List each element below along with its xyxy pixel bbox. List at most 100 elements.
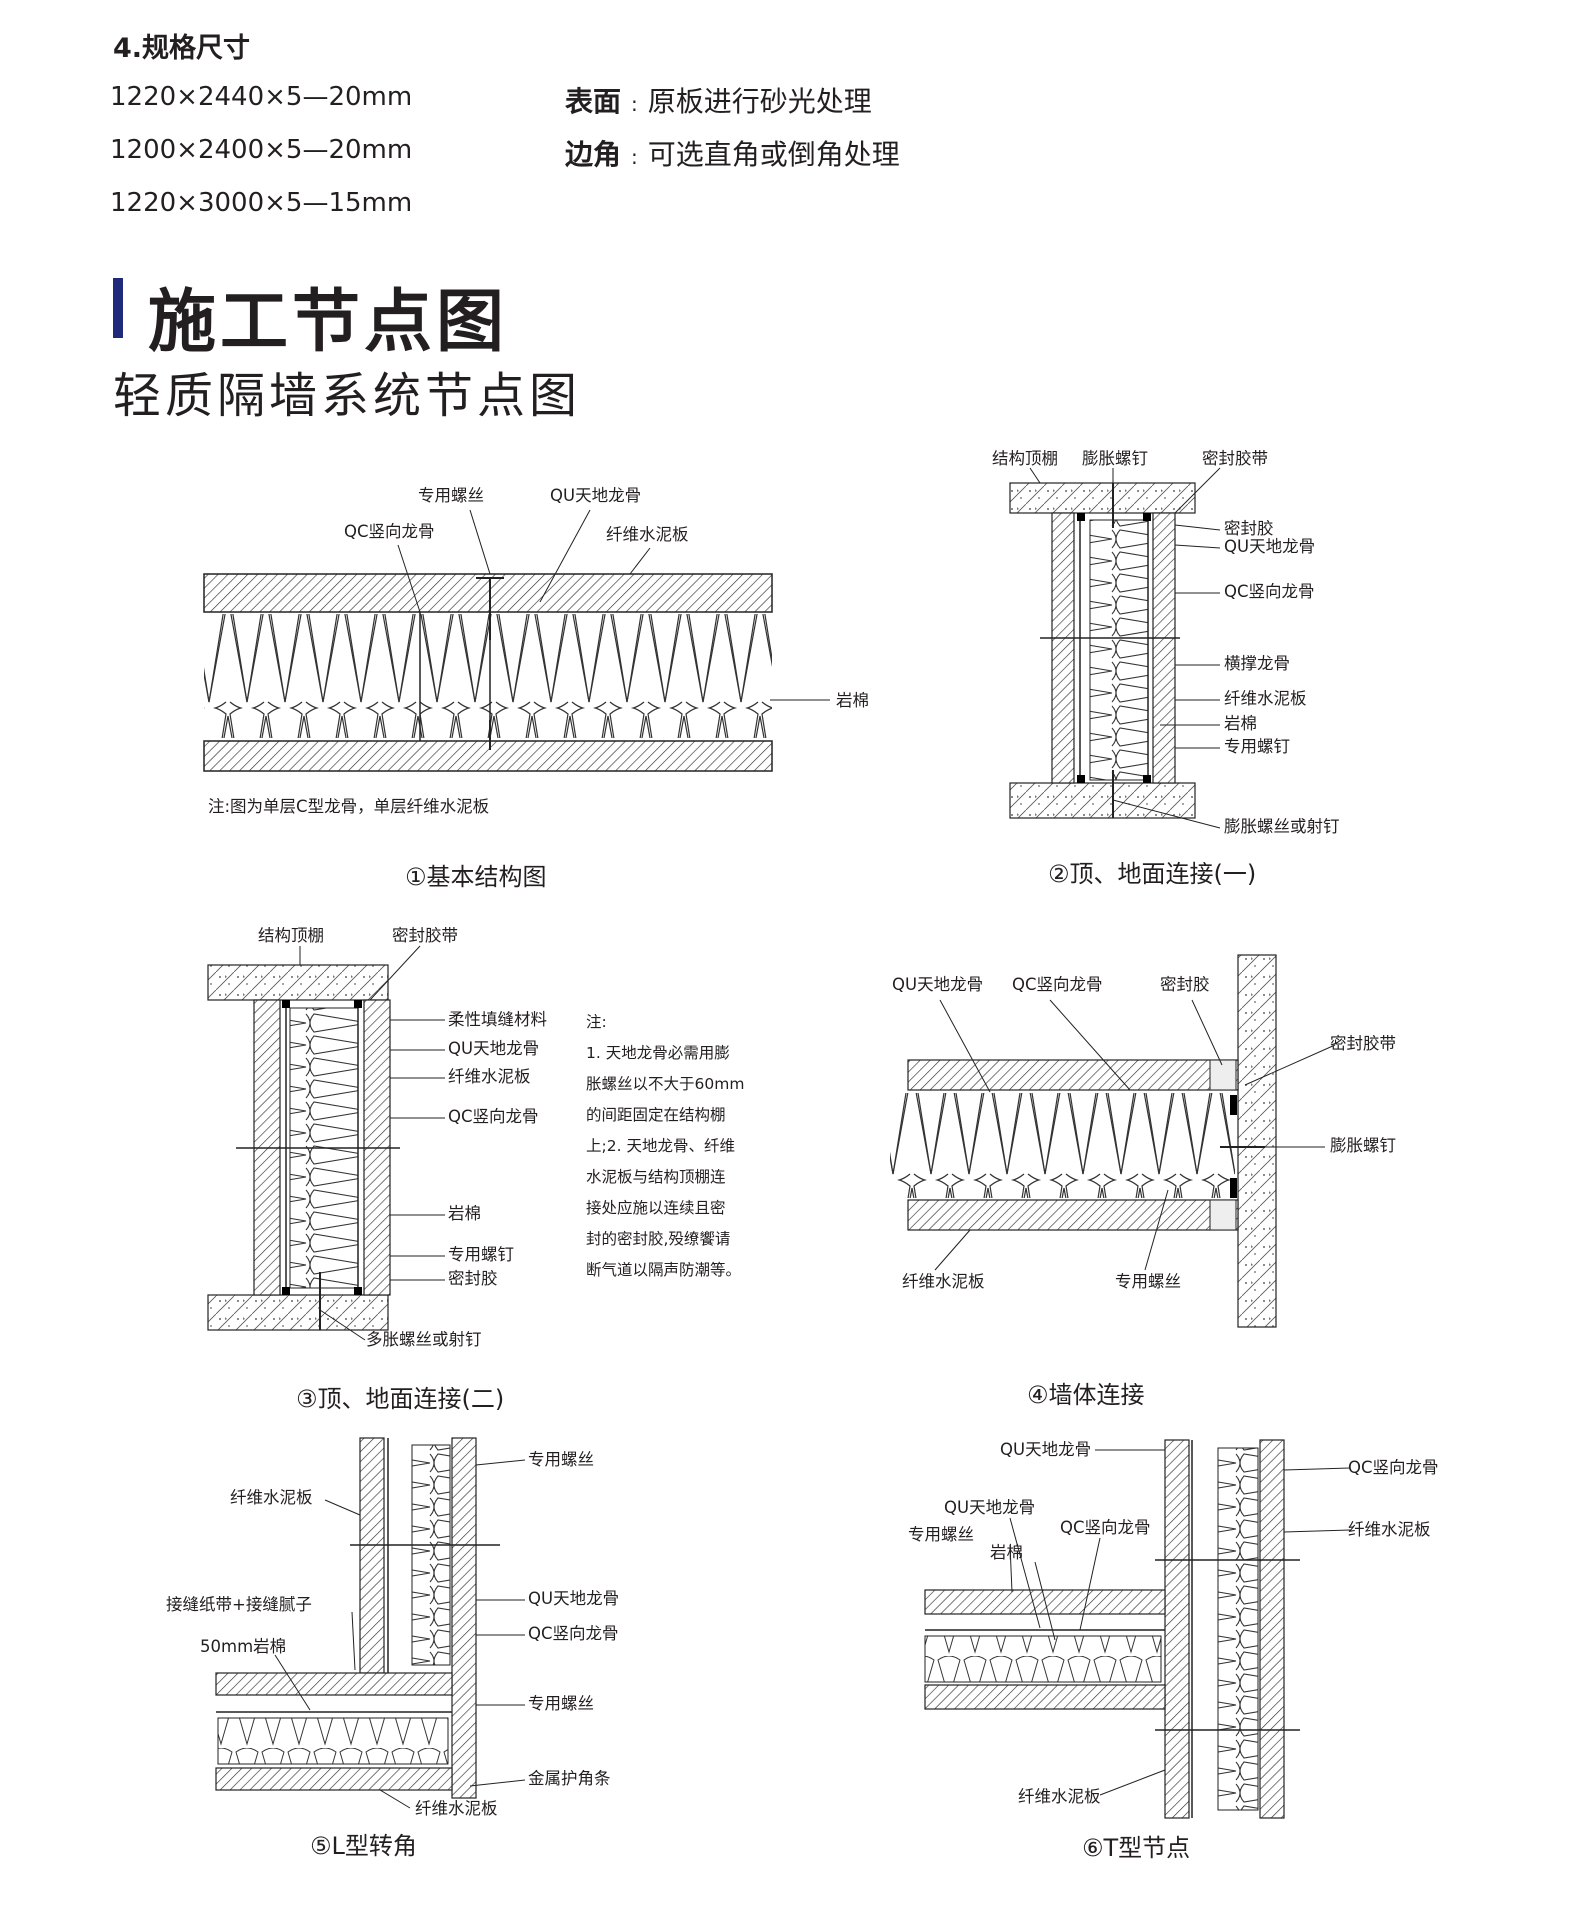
d6-caption: ⑥T型节点: [1082, 1834, 1190, 1862]
d4-label-qu: QU天地龙骨: [892, 975, 983, 994]
edge-label: 边角: [565, 138, 622, 171]
d6-label-board-2: 纤维水泥板: [1018, 1787, 1101, 1806]
d1-screw: [476, 577, 504, 750]
d6-label-qu-2: QU天地龙骨: [944, 1498, 1035, 1517]
d3-label-qu: QU天地龙骨: [448, 1039, 539, 1058]
d2-board-right: [1152, 512, 1176, 784]
diagram-basic-structure: 专用螺丝 QU天地龙骨 QC竖向龙骨 纤维水泥板 岩棉 注:图为单层C型龙骨，单…: [203, 486, 869, 891]
spec-size-2: 1200×2400×5—20mm: [110, 135, 413, 165]
d5-rockwool-v: [411, 1444, 451, 1666]
d3-ceiling: [207, 964, 389, 1001]
d5-caption: ⑤L型转角: [310, 1832, 417, 1860]
d2-floor: [1009, 782, 1196, 819]
spec-size-3: 1220×3000×5—15mm: [110, 188, 413, 218]
d2-label-ceiling: 结构顶棚: [992, 449, 1058, 468]
d3-label-qc: QC竖向龙骨: [448, 1107, 539, 1126]
d3-note-2: 胀螺丝以不大于60mm: [586, 1075, 744, 1093]
d3-label-board: 纤维水泥板: [448, 1067, 531, 1086]
d2-label-board: 纤维水泥板: [1224, 689, 1307, 708]
d5-label-board-1: 纤维水泥板: [230, 1488, 313, 1507]
surface-value: 原板进行砂光处理: [647, 85, 872, 118]
d1-label-qu: QU天地龙骨: [550, 486, 641, 505]
d3-note-4: 上;2. 天地龙骨、纤维: [586, 1137, 735, 1155]
d2-label-screw: 专用螺钉: [1224, 737, 1290, 756]
d4-label-sealant: 密封胶: [1160, 975, 1210, 994]
d2-board-left: [1051, 512, 1075, 784]
d6-rockwool-h: [924, 1635, 1162, 1683]
edge-row: 边角:可选直角或倒角处理: [565, 133, 900, 173]
d3-label-anchor: 多胀螺丝或射钉: [366, 1330, 482, 1349]
d5-board-v-left: [359, 1437, 385, 1674]
d1-rockwool: [204, 614, 772, 738]
diagram-ceiling-floor-2: 结构顶棚 密封胶带 柔性填缝材料 QU天地龙骨 纤维水泥板 QC竖向龙骨 岩棉 …: [207, 926, 744, 1413]
d3-note-0: 注:: [586, 1013, 607, 1031]
d4-label-board: 纤维水泥板: [902, 1272, 985, 1291]
d5-board-v-right: [451, 1437, 477, 1799]
d1-label-wool: 岩棉: [836, 691, 869, 710]
d5-label-screw-2: 专用螺丝: [528, 1694, 594, 1713]
d1-board-top: [203, 573, 773, 613]
d6-label-screw: 专用螺丝: [908, 1525, 974, 1544]
d5-board-h-bottom: [215, 1767, 453, 1791]
d3-caption: ③顶、地面连接(二): [296, 1385, 504, 1413]
d3-note-1: 1. 天地龙骨必需用膨: [586, 1044, 730, 1062]
d2-rockwool: [1089, 519, 1149, 781]
d4-label-bolt: 膨胀螺钉: [1330, 1136, 1396, 1155]
d4-caption: ④墙体连接: [1027, 1381, 1145, 1409]
surface-row: 表面: 原板进行砂光处理: [565, 80, 872, 120]
edge-colon: :: [631, 145, 638, 169]
d4-label-screw: 专用螺丝: [1115, 1272, 1181, 1291]
d3-label-screw: 专用螺钉: [448, 1245, 514, 1264]
d3-note-3: 的间距固定在结构棚: [586, 1106, 726, 1124]
d5-label-corner: 金属护角条: [528, 1769, 611, 1788]
d3-label-ceiling: 结构顶棚: [258, 926, 324, 945]
d3-floor: [207, 1294, 389, 1331]
d1-label-screw: 专用螺丝: [418, 486, 484, 505]
d4-label-tape: 密封胶带: [1330, 1034, 1396, 1053]
diagram-l-corner: 专用螺丝 纤维水泥板 接缝纸带+接缝腻子 QU天地龙骨 50mm岩棉 QC竖向龙…: [166, 1437, 619, 1860]
d6-rockwool-v: [1217, 1447, 1259, 1811]
d4-board-bottom: [907, 1199, 1239, 1231]
d2-label-sealant: 密封胶: [1224, 519, 1274, 538]
d6-board-h-bottom: [924, 1684, 1166, 1710]
d6-label-board-1: 纤维水泥板: [1348, 1520, 1431, 1539]
d5-label-qu: QU天地龙骨: [528, 1589, 619, 1608]
d3-label-tape: 密封胶带: [392, 926, 458, 945]
d3-label-filler: 柔性填缝材料: [448, 1010, 547, 1029]
diagram-t-junction: QU天地龙骨 QC竖向龙骨 QU天地龙骨 纤维水泥板 专用螺丝 QC竖向龙骨 岩…: [908, 1439, 1439, 1862]
d6-label-qc-2: QC竖向龙骨: [1060, 1518, 1151, 1537]
section-subtitle: 轻质隔墙系统节点图: [113, 368, 582, 424]
surface-label: 表面: [565, 85, 622, 118]
d2-label-anchor: 膨胀螺丝或射钉: [1224, 817, 1340, 836]
spec-heading: 4.规格尺寸: [113, 33, 251, 64]
d2-label-brace: 横撑龙骨: [1224, 654, 1290, 673]
d5-label-screw-1: 专用螺丝: [528, 1450, 594, 1469]
d6-board-v-left: [1164, 1439, 1190, 1819]
d2-caption: ②顶、地面连接(一): [1048, 860, 1256, 888]
d5-label-qc: QC竖向龙骨: [528, 1624, 619, 1643]
d5-rockwool-h: [217, 1717, 449, 1765]
d1-note: 注:图为单层C型龙骨，单层纤维水泥板: [208, 797, 489, 816]
d3-note-6: 接处应施以连续且密: [586, 1198, 726, 1217]
d4-rockwool: [890, 1093, 1235, 1198]
d5-label-wool: 50mm岩棉: [200, 1637, 286, 1656]
d4-wall: [1237, 954, 1277, 1328]
d2-label-qc: QC竖向龙骨: [1224, 582, 1315, 601]
d3-note-7: 封的密封胶,殁缭饗请: [586, 1229, 730, 1248]
d5-label-board-2: 纤维水泥板: [415, 1799, 498, 1818]
d3-label-wool: 岩棉: [448, 1204, 481, 1223]
diagram-ceiling-floor-1: 结构顶棚 膨胀螺钉 密封胶带 密封胶 QU天地龙骨 QC竖向龙骨 横撑龙骨 纤维…: [992, 449, 1340, 888]
d3-note-5: 水泥板与结构顶棚连: [586, 1168, 726, 1186]
d6-label-wool: 岩棉: [990, 1543, 1023, 1562]
d6-board-v-right: [1259, 1439, 1285, 1819]
d3-label-sealant: 密封胶: [448, 1269, 498, 1288]
d6-label-qu-1: QU天地龙骨: [1000, 1440, 1091, 1459]
diagram-wall-connection: QU天地龙骨 QC竖向龙骨 密封胶 密封胶带 膨胀螺钉 纤维水泥板 专用螺丝 ④…: [890, 954, 1396, 1409]
d3-note-8: 断气道以隔声防潮等。: [586, 1261, 741, 1279]
title-accent-bar: [113, 278, 123, 338]
d5-board-h-top: [215, 1672, 453, 1696]
d1-label-board: 纤维水泥板: [606, 525, 689, 544]
d1-caption: ①基本结构图: [405, 863, 547, 891]
surface-colon: :: [631, 92, 638, 116]
section-title: 施工节点图: [148, 283, 509, 362]
